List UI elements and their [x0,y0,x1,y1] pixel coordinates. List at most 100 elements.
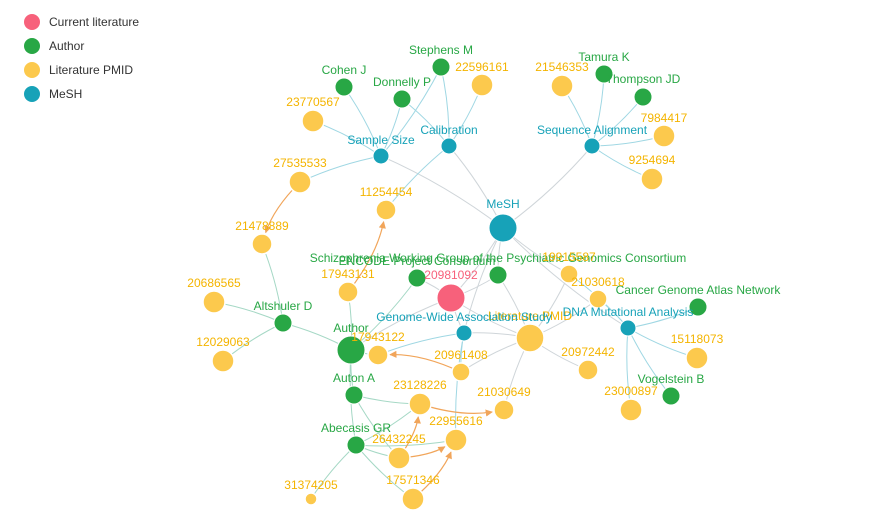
node-p_17571346[interactable] [401,487,425,511]
edge-mesh_hub-m_sample [380,155,504,229]
legend-item-literature-pmid[interactable]: Literature PMID [24,58,139,82]
legend-dot-icon [24,86,40,102]
node-p_21030649[interactable] [493,399,515,421]
node-label-mesh_hub: MeSH [486,197,519,211]
node-p_26432245[interactable] [387,446,411,470]
node-p_22596161[interactable] [470,73,494,97]
node-p_23000897[interactable] [619,398,643,422]
legend-dot-icon [24,14,40,30]
node-p_21478889[interactable] [251,233,273,255]
node-label-p_19915587: 19915587 [542,250,596,264]
node-a_cohen[interactable] [334,77,354,97]
node-label-p_23128226: 23128226 [393,378,447,392]
node-a_donnelly[interactable] [392,89,412,109]
node-p_20961408[interactable] [451,362,471,382]
node-p_19915587[interactable] [559,264,579,284]
node-m_calib[interactable] [440,137,458,155]
node-p_23128226[interactable] [408,392,432,416]
node-p_21030618[interactable] [588,289,608,309]
node-p_17943122[interactable] [367,344,389,366]
legend-item-mesh[interactable]: MeSH [24,82,139,106]
node-label-p_22955616: 22955616 [429,414,483,428]
node-p_12029063[interactable] [211,349,235,373]
node-a_tcga[interactable] [688,297,708,317]
node-p_11254454[interactable] [375,199,397,221]
node-label-p_11254454: 11254454 [360,185,413,199]
legend-item-current-literature[interactable]: Current literature [24,10,139,34]
node-label-p_12029063: 12029063 [196,335,250,349]
node-m_seq[interactable] [583,137,601,155]
legend-label: Literature PMID [49,63,134,77]
node-label-p_26432245: 26432245 [372,432,426,446]
node-a_stephens[interactable] [431,57,451,77]
node-label-p_15118073: 15118073 [671,332,724,346]
node-label-p_21030618: 21030618 [571,275,625,289]
node-p_20972442[interactable] [577,359,599,381]
node-p_21546353[interactable] [550,74,574,98]
node-label-p_27535533: 27535533 [273,156,327,170]
legend-dot-icon [24,62,40,78]
node-label-p_17943122: 17943122 [351,330,405,344]
node-p_7984417[interactable] [652,124,676,148]
node-label-m_gwas: Genome-Wide Association Study [376,310,551,324]
edge-mesh_hub-m_dna [502,227,629,329]
node-label-p_17943131: 17943131 [321,267,375,281]
legend-label: Current literature [49,15,140,29]
legend-item-author[interactable]: Author [24,34,139,58]
node-p_27535533[interactable] [288,170,312,194]
legend-dot-icon [24,38,40,54]
node-a_encode[interactable] [407,268,427,288]
node-p_31374205[interactable] [304,492,318,506]
node-a_altshuler[interactable] [273,313,293,333]
node-current[interactable] [436,283,466,313]
node-p_9254694[interactable] [640,167,664,191]
node-label-p_23770567: 23770567 [286,95,340,109]
node-a_thompson[interactable] [633,87,653,107]
node-label-a_tamura: Tamura K [578,50,629,64]
node-m_dna[interactable] [619,319,637,337]
node-label-a_abecasis: Abecasis GR [321,421,391,435]
node-p_23770567[interactable] [301,109,325,133]
edge-mesh_hub-m_seq [502,145,593,229]
node-label-m_seq: Sequence Alignment [537,123,648,137]
node-pmid_hub[interactable] [515,323,545,353]
node-mesh_hub[interactable] [488,213,518,243]
node-label-m_sample: Sample Size [347,133,415,147]
node-m_sample[interactable] [372,147,390,165]
node-label-a_auton: Auton A [333,371,375,385]
node-label-current: 20981092 [424,268,478,282]
node-a_auton[interactable] [344,385,364,405]
node-label-p_22596161: 22596161 [455,60,509,74]
node-a_schizo[interactable] [488,265,508,285]
legend: Current literature Author Literature PMI… [24,10,139,106]
node-label-p_20961408: 20961408 [434,348,488,362]
node-label-pmid_hub: Literature PMID [488,309,572,323]
node-label-p_17571346: 17571346 [386,473,440,487]
edge-m_sample-a_stephens [380,66,442,157]
node-label-m_dna: DNA Mutational Analysis [563,305,694,319]
node-p_17943131[interactable] [337,281,359,303]
node-label-p_20686565: 20686565 [187,276,241,290]
node-label-a_thompson: Thompson JD [606,72,681,86]
node-label-p_23000897: 23000897 [604,384,658,398]
node-label-a_schizo: Schizophrenia Working Group of the Psych… [310,251,687,265]
node-p_20686565[interactable] [202,290,226,314]
node-a_vogelstein[interactable] [661,386,681,406]
node-label-p_9254694: 9254694 [629,153,676,167]
node-label-a_encode: ENCODE Project Consortium [339,254,496,268]
node-label-a_cohen: Cohen J [322,63,367,77]
node-label-a_tcga: Cancer Genome Atlas Network [616,283,782,297]
node-a_abecasis[interactable] [346,435,366,455]
node-p_22955616[interactable] [444,428,468,452]
node-label-p_21478889: 21478889 [235,219,289,233]
node-label-a_stephens: Stephens M [409,43,473,57]
node-label-m_calib: Calibration [420,123,477,137]
legend-label: Author [49,39,85,53]
node-m_gwas[interactable] [455,324,473,342]
edge-m_seq-a_thompson [591,96,644,147]
node-p_15118073[interactable] [685,346,709,370]
node-author_hub[interactable] [336,335,366,365]
node-label-a_donnelly: Donnelly P [373,75,431,89]
node-a_tamura[interactable] [594,64,614,84]
